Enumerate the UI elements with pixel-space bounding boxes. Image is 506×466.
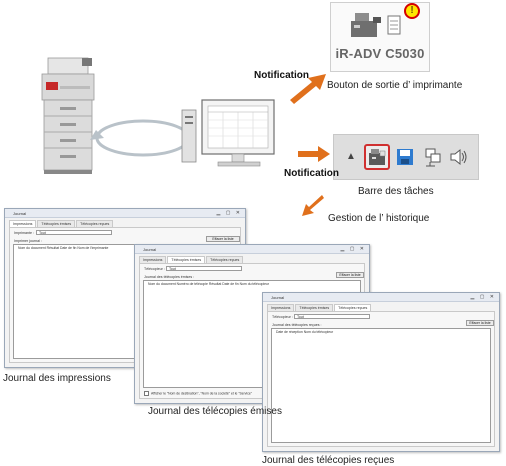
notification-label-bottom: Notification (284, 168, 339, 179)
window-controls[interactable]: ▁ ▢ ✕ (340, 246, 366, 252)
tab-sent-faxes[interactable]: Télécopies émises (167, 256, 206, 263)
document-icon (387, 15, 401, 35)
tab-impressions[interactable]: Impressions (267, 304, 295, 311)
notification-label-top: Notification (254, 70, 309, 81)
mfp-printer-illustration (41, 57, 95, 174)
taskbar-label: Barre des tâches (358, 186, 434, 197)
print-log-label: Imprimer journal : (14, 239, 42, 243)
computer-illustration (181, 99, 275, 167)
received-fax-log-list[interactable]: Date de réception Nom du télécopieur (271, 328, 491, 443)
received-fax-log-window: Journal ▁ ▢ ✕ Impressions Télécopies émi… (262, 292, 500, 452)
printer-select[interactable]: Tout (36, 230, 112, 235)
list-column-headers: Nom du document Numéro de télécopie Résu… (148, 282, 269, 286)
printer-output-button-label: Bouton de sortie d’ imprimante (327, 80, 463, 91)
speaker-icon[interactable] (446, 144, 472, 170)
sent-fax-log-label: Journal des télécopies émises : (144, 275, 195, 279)
tab-sent-faxes[interactable]: Télécopies émises (37, 220, 76, 227)
fax-select[interactable]: Tout (166, 266, 242, 271)
tab-panel: Télécopieur : Tout Journal des télécopie… (267, 311, 495, 447)
fax-label: Télécopieur : (272, 315, 293, 319)
sent-fax-log-caption: Journal des télécopies émises (148, 406, 282, 417)
tab-sent-faxes[interactable]: Télécopies émises (295, 304, 334, 311)
arrow-to-taskbar (298, 146, 330, 162)
tab-received-faxes[interactable]: Télécopies reçues (334, 304, 372, 311)
arrow-to-history-windows (302, 195, 324, 216)
received-fax-log-label: Journal des télécopies reçues : (272, 323, 322, 327)
clear-list-button[interactable]: Effacer la liste (336, 272, 364, 278)
tab-impressions[interactable]: Impressions (9, 220, 37, 227)
arrow-to-printer-button (290, 74, 326, 104)
printer-model-label: iR-ADV C5030 (335, 46, 425, 61)
clear-list-button[interactable]: Effacer la liste (206, 236, 240, 242)
list-column-headers: Nom du document Résultat Date de fin Nom… (18, 246, 109, 250)
show-hidden-icons-icon[interactable]: ▲ (346, 151, 356, 162)
history-management-label: Gestion de l’ historique (328, 213, 430, 224)
window-controls[interactable]: ▁ ▢ ✕ (216, 210, 242, 216)
list-column-headers: Date de réception Nom du télécopieur (276, 330, 334, 334)
show-destination-checkbox[interactable]: Afficher le "Nom de destination", "Nom d… (144, 391, 252, 396)
exclamation-alert-icon: ! (404, 3, 420, 19)
clear-list-button[interactable]: Effacer la liste (466, 320, 494, 326)
window-title: Journal (135, 245, 369, 254)
tab-impressions[interactable]: Impressions (139, 256, 167, 263)
fax-select[interactable]: Tout (294, 314, 370, 319)
received-fax-log-caption: Journal des télécopies reçues (262, 455, 395, 466)
network-icon[interactable] (420, 144, 446, 170)
tab-received-faxes[interactable]: Télécopies reçues (206, 256, 244, 263)
save-icon[interactable] (392, 144, 418, 170)
window-title: Journal (5, 209, 245, 218)
sent-fax-log-window: Journal ▁ ▢ ✕ Impressions Télécopies émi… (134, 244, 370, 404)
taskbar: ▲ (333, 134, 479, 180)
printer-label: Imprimante : (14, 231, 34, 235)
printer-fax-icon[interactable] (364, 144, 390, 170)
printer-output-button[interactable]: ! iR-ADV C5030 (330, 2, 430, 72)
printer-device-icon (351, 13, 381, 37)
window-controls[interactable]: ▁ ▢ ✕ (470, 294, 496, 300)
window-title: Journal (263, 293, 499, 302)
print-log-caption: Journal des impressions (3, 373, 111, 384)
tab-received-faxes[interactable]: Télécopies reçues (76, 220, 114, 227)
fax-label: Télécopieur : (144, 267, 165, 271)
